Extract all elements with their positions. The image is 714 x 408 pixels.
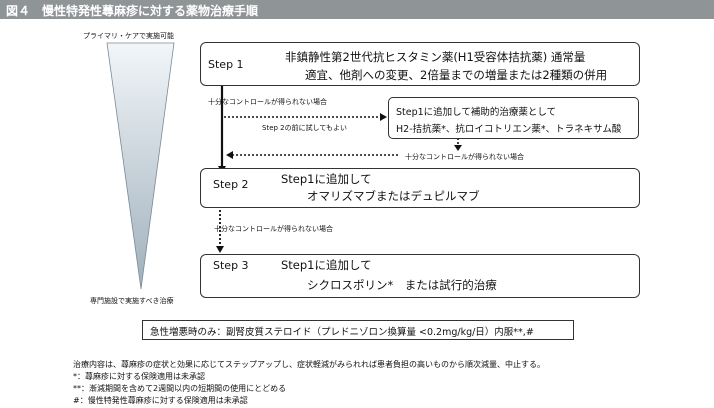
care-level-triangle: [106, 42, 175, 290]
triangle-top-label: プライマリ・ケアで実施可能: [83, 32, 174, 40]
step2-box: Step 2 Step1に追加して オマリズマブまたはデュピルマブ: [200, 168, 640, 208]
insufficient-label-3: 十分なコントロールが得られない場合: [214, 225, 333, 233]
step2-line1: Step1に追加して: [281, 172, 372, 186]
step3-line1: Step1に追加して: [281, 258, 372, 272]
acute-exacerbation-note: 急性増悪時のみ：副腎皮質ステロイド（プレドニゾロン換算量 <0.2mg/kg/日…: [142, 320, 574, 340]
try-before-step2-label: Step 2の前に試してもよい: [262, 124, 348, 132]
arrowhead-back: [226, 151, 233, 159]
title-bar: 図４ 慢性特発性蕁麻疹に対する薬物治療手順: [0, 0, 714, 19]
step1-line1: 非鎮静性第2世代抗ヒスタミン薬(H1受容体拮抗薬) 通常量: [285, 50, 586, 64]
supplementary-line2: H2-拮抗薬*、抗ロイコトリエン薬*、トラネキサム酸: [396, 124, 622, 135]
footer-note-2: *：蕁麻疹に対する保険適用は未承認: [73, 372, 205, 381]
step3-label: Step 3: [213, 259, 249, 272]
step1-label: Step 1: [208, 58, 244, 71]
supplementary-box: Step1に追加して補助的治療薬として H2-拮抗薬*、抗ロイコトリエン薬*、ト…: [388, 97, 639, 139]
step3-line2: シクロスポリン* または試行的治療: [307, 278, 497, 292]
arrowhead-step3: [216, 246, 224, 253]
insufficient-label-2: 十分なコントロールが得られない場合: [405, 153, 524, 161]
arrowhead-side: [380, 113, 387, 121]
footer-note-3: **：漸減期間を含めて2週間以内の短期間の使用にとどめる: [73, 384, 287, 393]
triangle-bottom-label: 専門施設で実施すべき治療: [90, 297, 174, 305]
step2-label: Step 2: [213, 178, 249, 191]
footer-note-1: 治療内容は、蕁麻疹の症状と効果に応じてステップアップし、症状軽減がみられれば患者…: [73, 360, 545, 369]
figure-title: 図４ 慢性特発性蕁麻疹に対する薬物治療手順: [6, 4, 259, 18]
step3-box: Step 3 Step1に追加して シクロスポリン* または試行的治療: [200, 254, 640, 298]
arrowhead-side-down: [454, 145, 462, 151]
insufficient-label-1: 十分なコントロールが得られない場合: [208, 98, 327, 106]
footer-note-4: #：慢性特発性蕁麻疹に対する保険適用は未承認: [73, 396, 248, 405]
acute-exacerbation-text: 急性増悪時のみ：副腎皮質ステロイド（プレドニゾロン換算量 <0.2mg/kg/日…: [150, 327, 534, 338]
step1-line2: 適宜、他剤への変更、2倍量までの増量または2種類の併用: [305, 68, 608, 82]
supplementary-line1: Step1に追加して補助的治療薬として: [396, 107, 557, 118]
step1-box: Step 1 非鎮静性第2世代抗ヒスタミン薬(H1受容体拮抗薬) 通常量 適宜、…: [200, 42, 640, 86]
step2-line2: オマリズマブまたはデュピルマブ: [307, 189, 480, 203]
